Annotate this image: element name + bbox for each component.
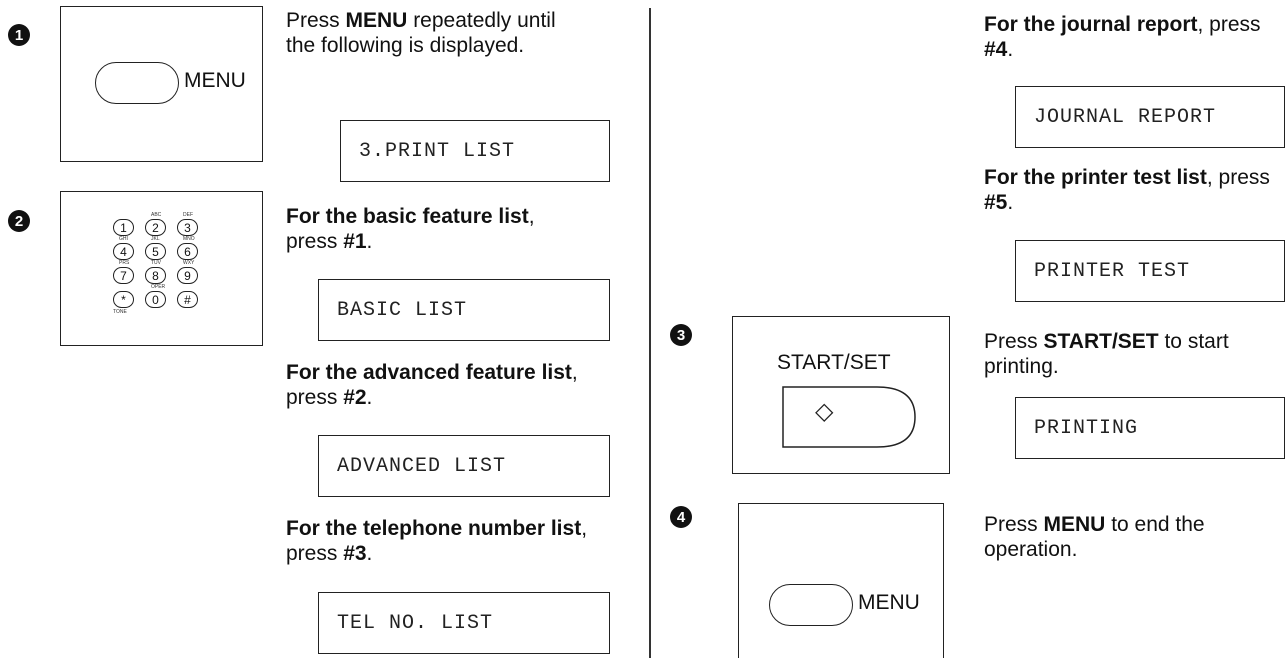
display-printing: PRINTING [1015, 397, 1285, 459]
keypad-letters-6: MNO [183, 236, 195, 242]
keypad-key-star[interactable]: * [113, 291, 134, 308]
keypad-letters-7: PRS [119, 260, 130, 266]
keypad-letters-3: DEF [183, 212, 193, 218]
keypad-letters-5: JKL [151, 236, 160, 242]
option-basic-text: For the basic feature list, press #1. [286, 205, 535, 253]
step-3-number: 3 [670, 324, 692, 346]
keypad-letters-star: TONE [113, 309, 127, 315]
start-set-button-label: START/SET [777, 351, 891, 374]
display-print-list: 3.PRINT LIST [340, 120, 610, 182]
step-1-panel: MENU [60, 6, 263, 162]
step-3-panel: START/SET ◇ [732, 316, 950, 474]
keypad-key-1[interactable]: 1 [113, 219, 134, 236]
keypad-key-8[interactable]: 8 [145, 267, 166, 284]
display-printer-test: PRINTER TEST [1015, 240, 1285, 302]
menu-button-end[interactable] [769, 584, 853, 626]
keypad-key-2[interactable]: 2 [145, 219, 166, 236]
keypad-key-3[interactable]: 3 [177, 219, 198, 236]
keypad-key-hash[interactable]: # [177, 291, 198, 308]
column-divider [649, 8, 651, 658]
step-4-panel: MENU [738, 503, 944, 658]
keypad-letters-9: WXY [183, 260, 195, 266]
start-diamond-icon: ◇ [815, 398, 834, 425]
display-tel-no-list: TEL NO. LIST [318, 592, 610, 654]
option-journal-text: For the journal report, press #4. [984, 13, 1261, 61]
keypad-letters-4: GHI [119, 236, 128, 242]
step-1-number: 1 [8, 24, 30, 46]
keypad-letters-0: OPER [151, 284, 166, 290]
option-printer-test-text: For the printer test list, press #5. [984, 166, 1270, 214]
step-2-number: 2 [8, 210, 30, 232]
keypad-key-0[interactable]: 0 [145, 291, 166, 308]
keypad-letters-2: ABC [151, 212, 162, 218]
step-1-instruction: Press MENU repeatedly until the followin… [286, 9, 556, 57]
step-4-instruction: Press MENU to end the operation. [984, 513, 1205, 561]
option-telephone-text: For the telephone number list, press #3. [286, 517, 588, 565]
display-basic-list: BASIC LIST [318, 279, 610, 341]
menu-button-label: MENU [184, 69, 246, 92]
menu-button-end-label: MENU [858, 591, 920, 614]
keypad-key-4[interactable]: 4 [113, 243, 134, 260]
display-journal-report: JOURNAL REPORT [1015, 86, 1285, 148]
keypad-key-5[interactable]: 5 [145, 243, 166, 260]
menu-button[interactable] [95, 62, 179, 104]
keypad-letters-8: TUV [151, 260, 161, 266]
keypad-key-6[interactable]: 6 [177, 243, 198, 260]
step-3-instruction: Press START/SET to start printing. [984, 330, 1229, 378]
display-advanced-list: ADVANCED LIST [318, 435, 610, 497]
step-4-number: 4 [670, 506, 692, 528]
start-set-button[interactable] [781, 385, 917, 449]
keypad-key-7[interactable]: 7 [113, 267, 134, 284]
keypad-key-9[interactable]: 9 [177, 267, 198, 284]
option-advanced-text: For the advanced feature list, press #2. [286, 361, 578, 409]
